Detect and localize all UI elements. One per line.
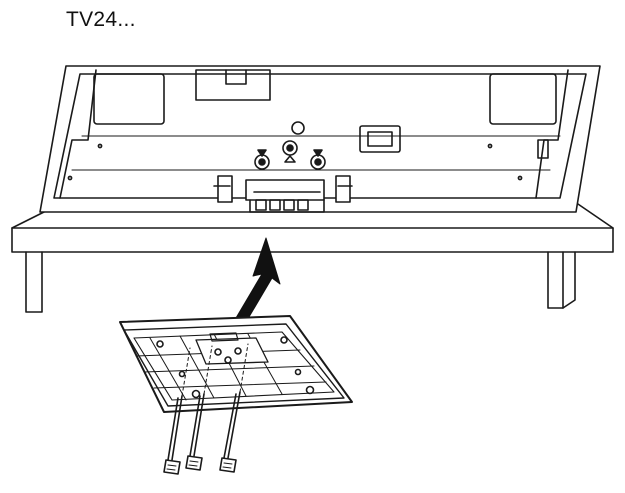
screw-icon [185, 393, 205, 471]
screw-hole-center [282, 140, 298, 156]
tv-recess-right [489, 73, 557, 125]
screw-icon [219, 391, 241, 473]
tv-inner-back [53, 73, 587, 199]
diagram-caption: TV24... [66, 8, 136, 31]
table-top [11, 227, 614, 253]
tv-outer-frame [39, 65, 601, 213]
screw-icon [163, 395, 183, 475]
screws [163, 343, 249, 475]
stand-base-outline [119, 315, 353, 413]
screw-holes [254, 121, 326, 170]
screw-hole-top [291, 121, 305, 135]
cable-holder [359, 125, 401, 153]
table-leg-right [547, 251, 564, 309]
stand-neck-mount [213, 175, 353, 213]
tv-panel [39, 65, 601, 213]
table [11, 201, 614, 313]
tv-recess-left [93, 73, 165, 125]
table-leg-left [25, 251, 43, 313]
stand-base [119, 315, 353, 413]
